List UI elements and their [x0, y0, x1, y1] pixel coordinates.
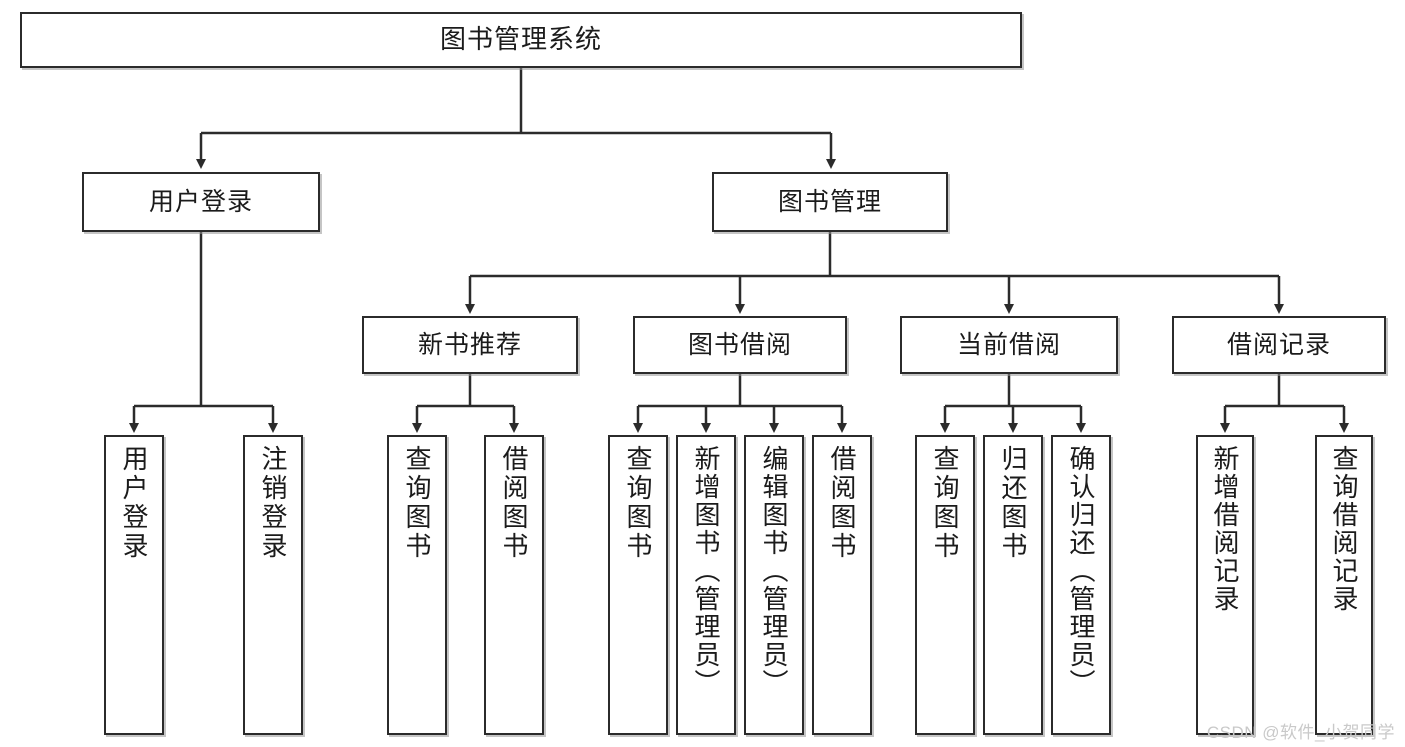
leaf-return-book[interactable]: 归还图书 — [983, 435, 1043, 735]
node-book-manage[interactable]: 图书管理 — [712, 172, 948, 232]
node-root-label: 图书管理系统 — [439, 24, 602, 55]
node-book-borrow-label: 图书借阅 — [687, 331, 792, 359]
leaf-borrow-book-2-label: 借阅图书 — [827, 445, 857, 561]
leaf-logout[interactable]: 注销登录 — [243, 435, 303, 735]
leaf-query-record-label: 查询借阅记录 — [1329, 445, 1359, 613]
leaf-edit-book-label: 编辑图书（管理员） — [759, 445, 789, 697]
leaf-query-book-1-label: 查询图书 — [402, 445, 432, 561]
node-current-borrow-label: 当前借阅 — [956, 331, 1061, 359]
leaf-return-book-label: 归还图书 — [998, 445, 1028, 561]
leaf-query-book-3[interactable]: 查询图书 — [915, 435, 975, 735]
watermark: CSDN @软件_小贺同学 — [1206, 723, 1395, 742]
leaf-user-login[interactable]: 用户登录 — [104, 435, 164, 735]
leaf-confirm-return-label: 确认归还（管理员） — [1066, 445, 1096, 697]
node-borrow-record[interactable]: 借阅记录 — [1172, 316, 1386, 374]
node-root[interactable]: 图书管理系统 — [20, 12, 1022, 68]
node-current-borrow[interactable]: 当前借阅 — [900, 316, 1118, 374]
node-new-book-recommend-label: 新书推荐 — [417, 331, 522, 359]
node-new-book-recommend[interactable]: 新书推荐 — [362, 316, 578, 374]
leaf-add-record-label: 新增借阅记录 — [1210, 445, 1240, 613]
leaf-query-book-2-label: 查询图书 — [623, 445, 653, 561]
leaf-borrow-book-2[interactable]: 借阅图书 — [812, 435, 872, 735]
leaf-edit-book[interactable]: 编辑图书（管理员） — [744, 435, 804, 735]
leaf-query-book-3-label: 查询图书 — [930, 445, 960, 561]
leaf-query-book-1[interactable]: 查询图书 — [387, 435, 447, 735]
leaf-confirm-return[interactable]: 确认归还（管理员） — [1051, 435, 1111, 735]
leaf-add-book-label: 新增图书（管理员） — [691, 445, 721, 697]
leaf-borrow-book-1[interactable]: 借阅图书 — [484, 435, 544, 735]
leaf-add-book[interactable]: 新增图书（管理员） — [676, 435, 736, 735]
node-borrow-record-label: 借阅记录 — [1226, 331, 1331, 359]
leaf-user-login-label: 用户登录 — [119, 445, 149, 561]
leaf-borrow-book-1-label: 借阅图书 — [499, 445, 529, 561]
leaf-query-record[interactable]: 查询借阅记录 — [1315, 435, 1373, 735]
node-book-borrow[interactable]: 图书借阅 — [633, 316, 847, 374]
leaf-add-record[interactable]: 新增借阅记录 — [1196, 435, 1254, 735]
node-book-manage-label: 图书管理 — [777, 188, 882, 216]
leaf-query-book-2[interactable]: 查询图书 — [608, 435, 668, 735]
leaf-logout-label: 注销登录 — [258, 445, 288, 561]
node-user-login[interactable]: 用户登录 — [82, 172, 320, 232]
node-user-login-label: 用户登录 — [148, 188, 253, 216]
